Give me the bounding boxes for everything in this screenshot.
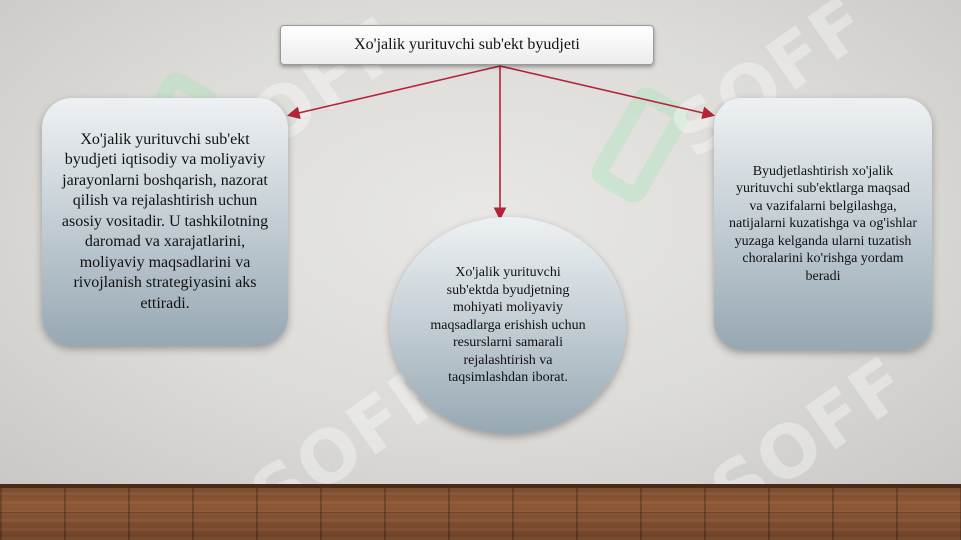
- wooden-floor: [0, 484, 961, 540]
- left-node-text: Xo'jalik yurituvchi sub'ekt byudjeti iqt…: [61, 130, 269, 312]
- connector-right: [499, 65, 716, 120]
- right-node-text: Byudjetlashtirish xo'jalik yurituvchi su…: [729, 163, 917, 284]
- right-node: Byudjetlashtirish xo'jalik yurituvchi su…: [714, 98, 932, 350]
- center-node: Xo'jalik yurituvchi sub'ektda byudjetnin…: [390, 217, 626, 434]
- left-node: Xo'jalik yurituvchi sub'ekt byudjeti iqt…: [42, 98, 288, 346]
- connector-left: [286, 65, 501, 120]
- center-node-text: Xo'jalik yurituvchi sub'ektda byudjetnin…: [430, 265, 586, 386]
- diagram-title: Xo'jalik yurituvchi sub'ekt byudjeti: [280, 25, 654, 65]
